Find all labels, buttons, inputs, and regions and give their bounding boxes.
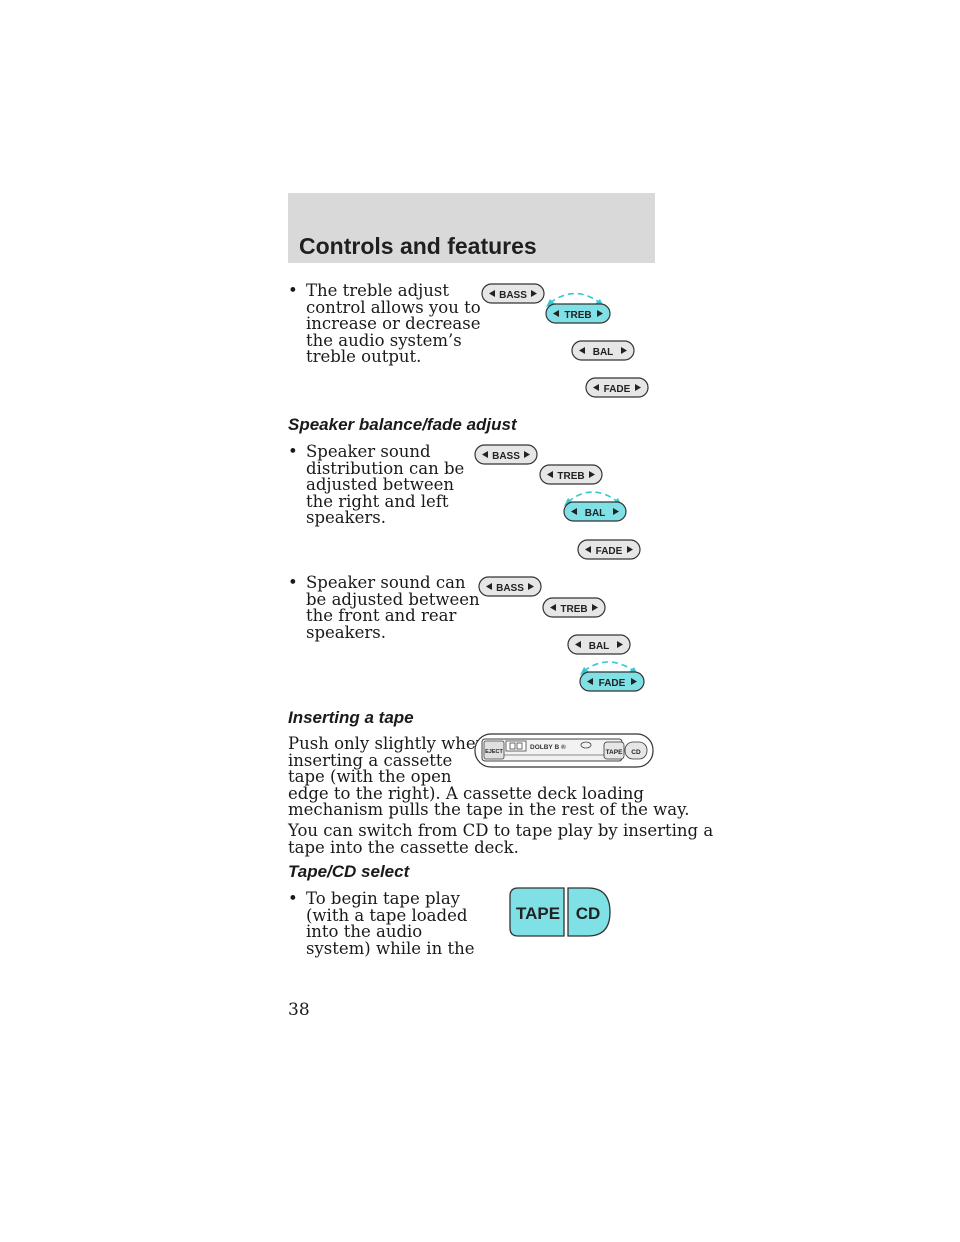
bal-button: BAL	[563, 501, 627, 522]
treb-button: TREB	[545, 303, 611, 324]
deck-cd-button: CD	[624, 741, 648, 760]
text-line: the audio system’s	[306, 330, 462, 350]
text-line: be adjusted between	[306, 589, 480, 609]
treb-button: TREB	[539, 464, 603, 485]
balance-control-illustration: BASS TREB BAL FADE	[474, 444, 641, 560]
tape-button-label: TAPE	[516, 904, 560, 923]
dolby-label: DOLBY B ®	[530, 743, 566, 751]
balance-text: Speaker sound distribution can be adjust…	[306, 442, 465, 527]
treb-label: TREB	[557, 471, 584, 482]
text-line: system) while in the	[306, 938, 475, 958]
deck-tape-label: TAPE	[606, 749, 624, 756]
bullet-marker: •	[288, 442, 298, 461]
eject-label: EJECT	[485, 749, 503, 755]
text-line: increase or decrease	[306, 314, 481, 333]
bass-button: BASS	[474, 444, 538, 465]
tape-cd-buttons-illustration: TAPE CD	[509, 887, 611, 937]
eject-button: EJECT	[483, 740, 505, 760]
text-line: the front and rear	[306, 606, 457, 625]
treb-label: TREB	[564, 310, 591, 321]
section-heading: Inserting a tape	[288, 708, 414, 727]
bass-label: BASS	[499, 290, 527, 301]
text-line: tape into the cassette deck.	[288, 837, 519, 857]
fade-control-illustration: BASS TREB BAL FADE	[478, 576, 645, 692]
text-line: speakers.	[306, 622, 386, 642]
cassette-deck-illustration: EJECT DOLBY B ® TAPE CD	[474, 733, 654, 768]
bal-label: BAL	[589, 641, 610, 652]
text-line: Push only slightly when	[288, 734, 487, 753]
tape-paragraph-1: Push only slightly when inserting a cass…	[288, 734, 690, 819]
text-line: the right and left	[306, 491, 449, 511]
bass-button: BASS	[481, 283, 545, 304]
text-line: treble output.	[306, 347, 422, 366]
text-line: control allows you to	[306, 297, 481, 317]
fade-label: FADE	[604, 384, 631, 395]
bass-label: BASS	[496, 583, 524, 594]
section-heading: Tape/CD select	[288, 862, 410, 881]
treb-label: TREB	[560, 604, 587, 615]
text-line: Speaker sound can	[306, 573, 466, 592]
cd-button-label: CD	[576, 904, 601, 923]
treble-control-illustration: BASS TREB BAL FADE	[481, 283, 649, 398]
section-heading: Speaker balance/fade adjust	[288, 415, 517, 434]
fade-label: FADE	[599, 678, 626, 689]
text-line: into the audio	[306, 922, 423, 941]
tape-button: TAPE	[509, 887, 565, 937]
fade-button: FADE	[577, 539, 641, 560]
fade-text: Speaker sound can be adjusted between th…	[306, 573, 480, 642]
tape-paragraph-2: You can switch from CD to tape play by i…	[288, 821, 714, 857]
bass-button: BASS	[478, 576, 542, 597]
bullet-marker: •	[288, 573, 298, 592]
treb-button: TREB	[542, 597, 606, 618]
treble-text: The treble adjust control allows you to …	[306, 281, 481, 366]
bullet-marker: •	[288, 889, 298, 908]
bullet-marker: •	[288, 281, 298, 300]
page-number: 38	[288, 1000, 310, 1020]
deck-cd-label: CD	[631, 749, 641, 756]
deck-tape-button: TAPE	[603, 741, 625, 760]
ford-logo-icon	[580, 741, 592, 749]
text-line: tape (with the open	[288, 767, 452, 786]
header-band: Controls and features	[288, 193, 655, 263]
cd-button: CD	[567, 887, 611, 937]
bal-button: BAL	[571, 340, 635, 361]
select-text: To begin tape play (with a tape loaded i…	[306, 889, 475, 958]
bal-label: BAL	[593, 347, 614, 358]
text-line: speakers.	[306, 508, 386, 527]
text-line: inserting a cassette	[288, 750, 453, 770]
text-line: edge to the right). A cassette deck load…	[288, 783, 644, 803]
page-title: Controls and features	[299, 233, 537, 259]
text-line: You can switch from CD to tape play by i…	[288, 821, 714, 840]
tape-slot-icon	[505, 740, 527, 752]
bass-label: BASS	[492, 451, 520, 462]
text-line: The treble adjust	[306, 281, 450, 300]
fade-label: FADE	[596, 546, 623, 557]
text-line: mechanism pulls the tape in the rest of …	[288, 800, 690, 819]
text-line: adjusted between	[306, 475, 455, 494]
text-line: To begin tape play	[306, 889, 460, 908]
text-line: (with a tape loaded	[306, 905, 468, 925]
bal-button: BAL	[567, 634, 631, 655]
fade-button: FADE	[579, 671, 645, 692]
bal-label: BAL	[585, 508, 606, 519]
fade-button: FADE	[585, 377, 649, 398]
text-line: distribution can be	[306, 458, 465, 478]
text-line: Speaker sound	[306, 442, 431, 461]
